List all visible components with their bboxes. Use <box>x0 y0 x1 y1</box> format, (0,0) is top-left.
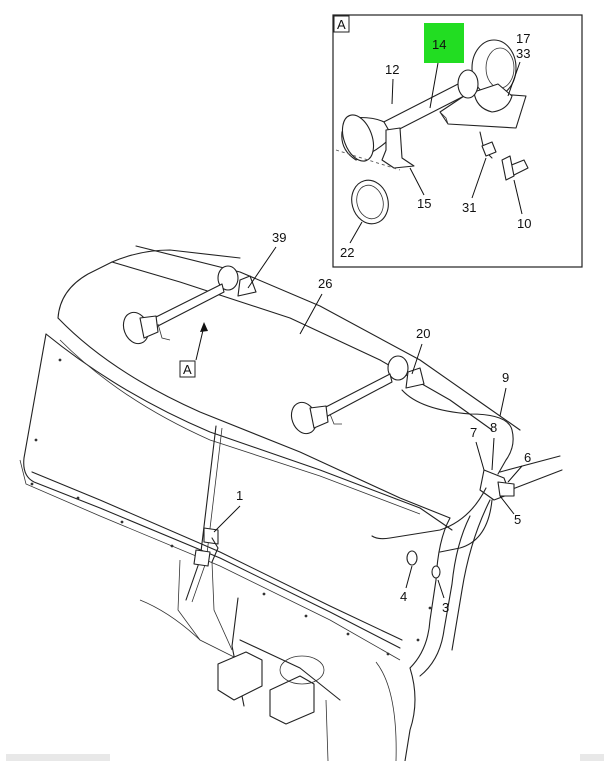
left-horn-housing <box>217 265 239 291</box>
left-horn-tube <box>149 283 225 329</box>
right-horn-tube <box>319 373 393 419</box>
elbow-fitting <box>481 141 497 157</box>
callout-5: 5 <box>514 512 521 527</box>
footer-fragment-right <box>580 754 604 761</box>
lower-bracket-left <box>217 651 263 701</box>
left-horn-plate <box>237 275 257 297</box>
grommet <box>406 550 418 566</box>
view-marker-box[interactable] <box>179 360 196 378</box>
supply-air-line <box>371 487 487 540</box>
callout-15: 15 <box>417 196 431 211</box>
windshield-top-edge <box>57 317 451 519</box>
callout-39: 39 <box>272 230 286 245</box>
callout-3: 3 <box>442 600 449 615</box>
callout-7: 7 <box>470 425 477 440</box>
callout-20: 20 <box>416 326 430 341</box>
horn-air-line <box>401 389 514 475</box>
callout-1: 1 <box>236 488 243 503</box>
lower-bracket-right <box>269 675 315 725</box>
highlight-callout-14[interactable] <box>424 23 464 63</box>
detail-view-a: A 14 17 33 12 15 3 <box>332 14 583 268</box>
right-horn-housing <box>387 355 409 381</box>
bell-bracket <box>381 127 415 169</box>
detail-letter-box <box>333 15 350 33</box>
callout-14: 14 <box>432 37 446 52</box>
callout-4: 4 <box>400 589 407 604</box>
windshield-bottom-edge <box>23 333 401 649</box>
right-a-pillar <box>409 517 451 669</box>
horn-elbow <box>473 83 513 113</box>
callout-17: 17 <box>516 31 530 46</box>
footer-fragment-left <box>6 754 110 761</box>
right-horn-plate <box>405 367 425 389</box>
pillar-clip <box>431 565 441 579</box>
view-marker-label: A <box>183 362 192 377</box>
callout-33: 33 <box>516 46 530 61</box>
callout-22: 22 <box>340 245 354 260</box>
callout-6: 6 <box>524 450 531 465</box>
callout-9: 9 <box>502 370 509 385</box>
edge-fasteners <box>30 358 432 656</box>
roof-front-edge <box>57 249 241 319</box>
cab-view: A 39 26 20 9 7 8 6 5 1 4 3 <box>19 230 563 761</box>
callout-31: 31 <box>462 200 476 215</box>
callout-26: 26 <box>318 276 332 291</box>
detail-letter: A <box>337 17 346 32</box>
callout-12: 12 <box>385 62 399 77</box>
callout-10: 10 <box>517 216 531 231</box>
callout-8: 8 <box>490 420 497 435</box>
